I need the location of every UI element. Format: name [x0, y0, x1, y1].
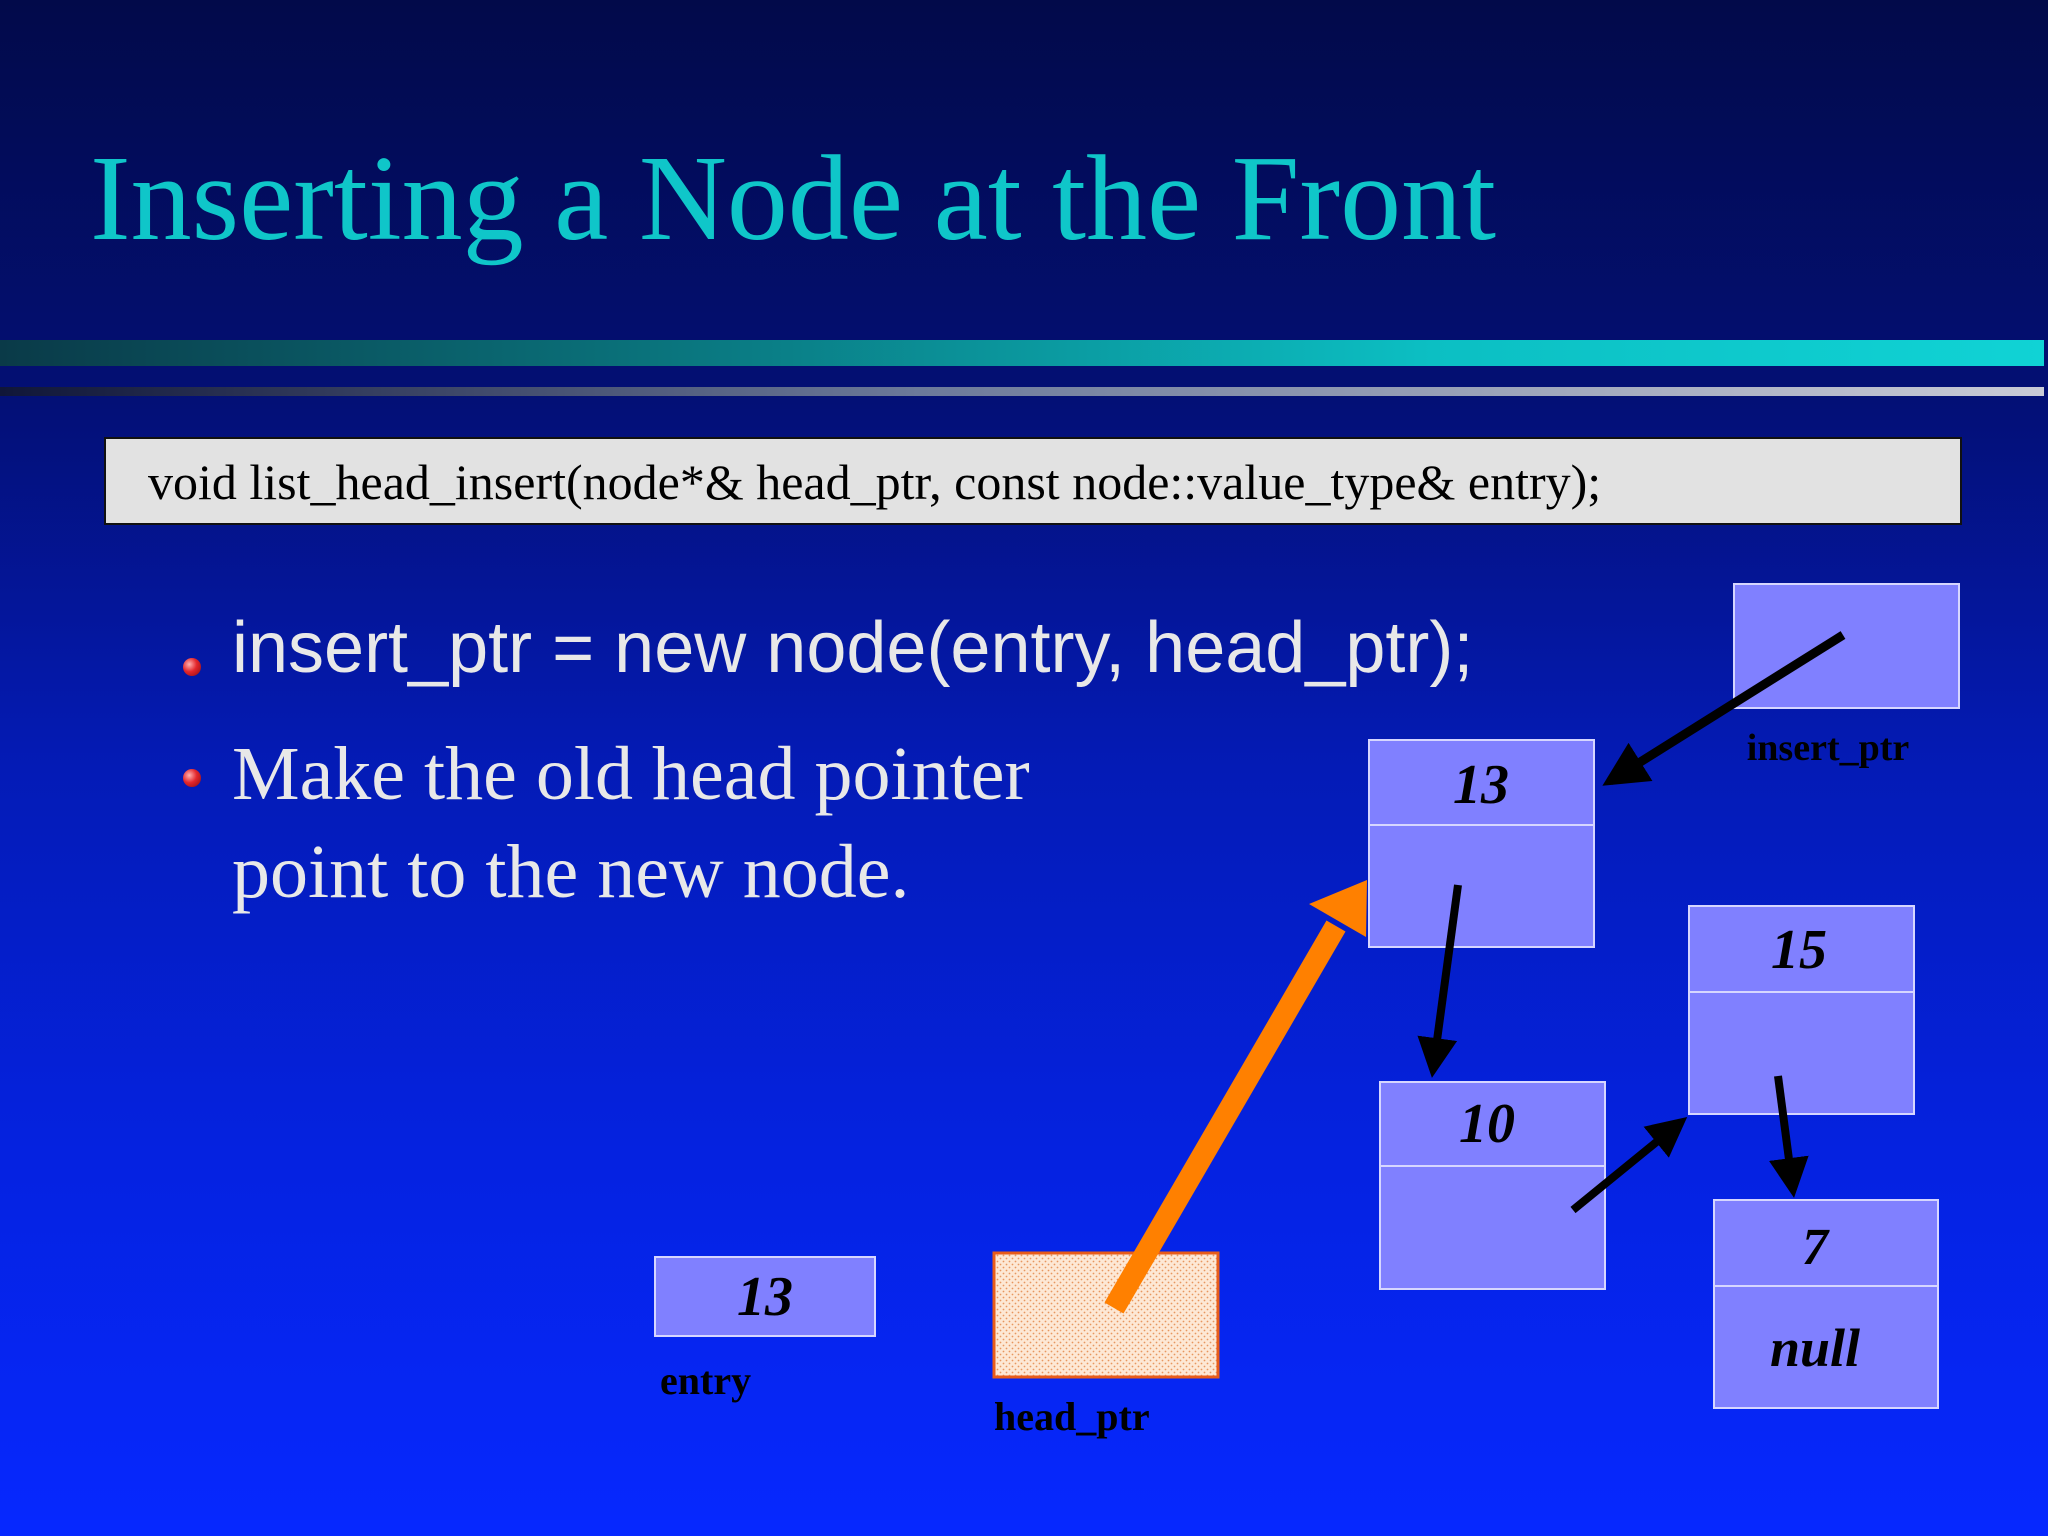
node-10-data: 10 — [1459, 1093, 1515, 1155]
slide-title: Inserting a Node at the Front — [90, 131, 1497, 266]
bullet-statement: insert_ptr = new node(entry, head_ptr); — [232, 608, 1474, 688]
node-10: 10 — [1379, 1081, 1606, 1290]
node-7: 7 null — [1713, 1199, 1939, 1409]
insert-ptr-arrow — [1602, 631, 1846, 786]
entry-label: entry — [660, 1358, 751, 1403]
bullet-explanation: Make the old head pointer point to the n… — [232, 725, 1132, 921]
entry-value: 13 — [737, 1266, 793, 1328]
head-ptr-arrow — [1104, 880, 1367, 1314]
bullet-explanation-line-2: point to the new node. — [232, 830, 910, 914]
title-rule-gray — [0, 387, 2044, 396]
node-15: 15 — [1688, 905, 1915, 1115]
function-signature-box: void list_head_insert(node*& head_ptr, c… — [104, 437, 1962, 525]
node-10-to-15-arrow — [1570, 1116, 1688, 1214]
entry-variable: 13 entry — [654, 1256, 876, 1403]
title-rule-teal — [0, 340, 2044, 366]
new-node-data: 13 — [1453, 754, 1509, 816]
new-node: 13 — [1368, 739, 1595, 948]
bullet-icon — [183, 658, 201, 676]
node-7-link: null — [1770, 1318, 1860, 1378]
insert-ptr-label: insert_ptr — [1747, 727, 1910, 769]
bullet-icon — [183, 769, 201, 787]
node-7-data: 7 — [1802, 1219, 1830, 1276]
node-15-to-7-arrow — [1768, 1075, 1809, 1198]
node-15-data: 15 — [1771, 919, 1827, 981]
head-ptr-variable: head_ptr — [992, 1251, 1220, 1439]
insert-ptr-variable: insert_ptr — [1733, 583, 1960, 769]
head-ptr-label: head_ptr — [994, 1394, 1150, 1439]
new-node-to-10-arrow — [1417, 884, 1462, 1078]
bullet-explanation-line-1: Make the old head pointer — [232, 732, 1030, 816]
